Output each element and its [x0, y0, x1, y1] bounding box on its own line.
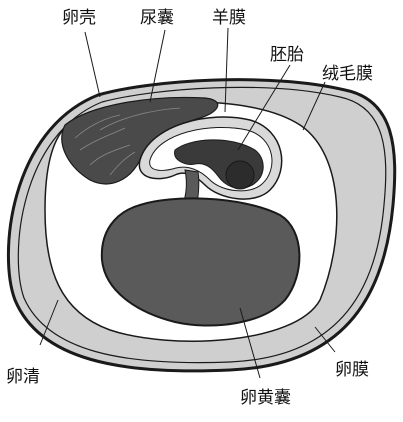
label-yolk-sac: 卵黄囊 — [240, 388, 291, 408]
embryo-head — [226, 161, 254, 189]
label-allantois: 尿囊 — [140, 8, 174, 28]
label-eggshell: 卵壳 — [62, 8, 96, 28]
label-egg-membrane: 卵膜 — [335, 360, 369, 380]
label-embryo: 胚胎 — [270, 45, 304, 65]
label-chorion: 绒毛膜 — [322, 64, 373, 84]
label-amnion: 羊膜 — [212, 8, 246, 28]
label-albumen: 卵清 — [6, 367, 40, 387]
